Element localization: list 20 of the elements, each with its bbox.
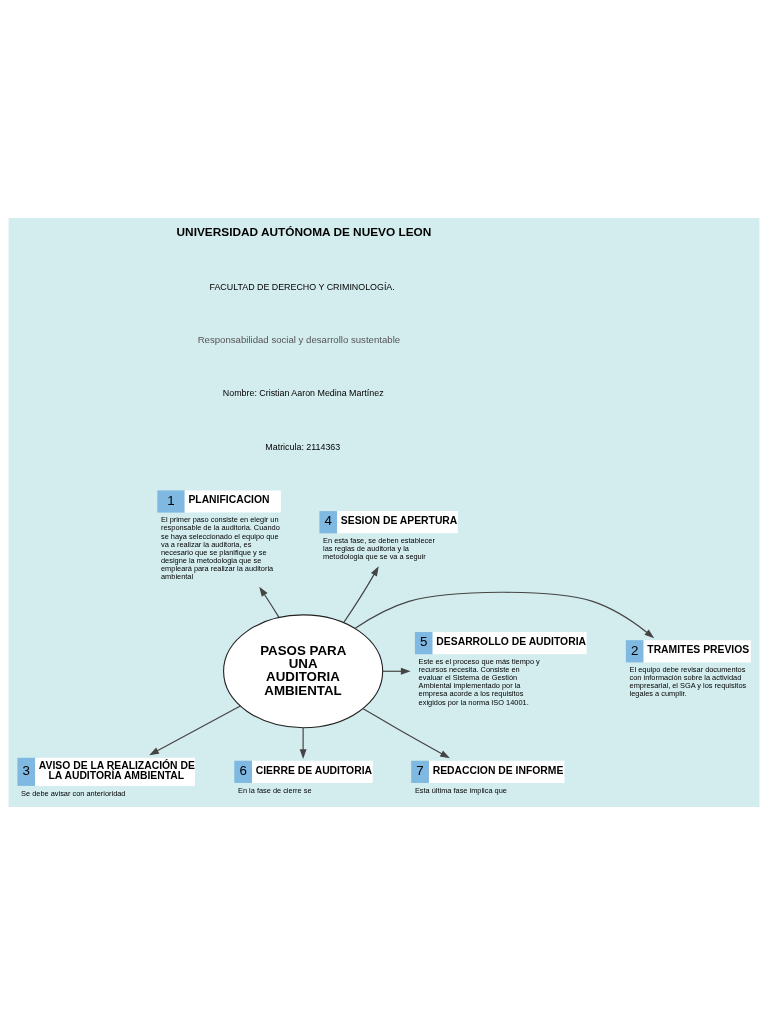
- arrow: [299, 727, 307, 759]
- node-label: Se debe avisar con anterioridad: [21, 788, 126, 798]
- arrow: [382, 667, 411, 675]
- arrow: [354, 591, 655, 638]
- node-label: Este es el proceso que más tiempo y recursos necesita. Consiste en evaluar el Sistema de Gestión Ambiental implementado por la empresa acorde a los requisitos exigidos por la norma ISO 14001.: [418, 656, 540, 707]
- label: Nombre: Cristian Aaron Medina Martínez: [222, 387, 384, 398]
- label: Matricula: 2114363: [265, 441, 341, 452]
- node-label: Esta última fase implica que: [414, 785, 507, 795]
- label: Responsabilidad social y desarrollo sustentable: [197, 333, 401, 345]
- label: UNIVERSIDAD AUTÓNOMA DE NUEVO LEON: [176, 224, 432, 239]
- arrow: [149, 704, 241, 755]
- node-label: El primer paso consiste en elegir un responsable de la auditoria. Cuando se haya seleccionado el equipo que va a realizar la auditoria, es necesario que se planifique y se designe la metodologia que se empleará para realizar la auditoria ambiental: [161, 514, 280, 581]
- node-label: El equipo debe revisar documentos con información sobre la actividad empresarial, el SGA y los requisitos legales a cumplir.: [629, 664, 747, 698]
- arrow: [362, 707, 450, 758]
- node-ellipse: PASOS PARA UNA AUDITORIA AMBIENTAL: [223, 613, 384, 728]
- arrow: [259, 586, 280, 618]
- arrow: [343, 565, 379, 623]
- node-label: En esta fase, se deben establecer las reglas de auditoria y la metodologia que se va a seguir: [323, 535, 435, 561]
- label: FACULTAD DE DERECHO Y CRIMINOLOGÍA.: [209, 281, 395, 292]
- node-label: En la fase de cierre se: [238, 785, 312, 795]
